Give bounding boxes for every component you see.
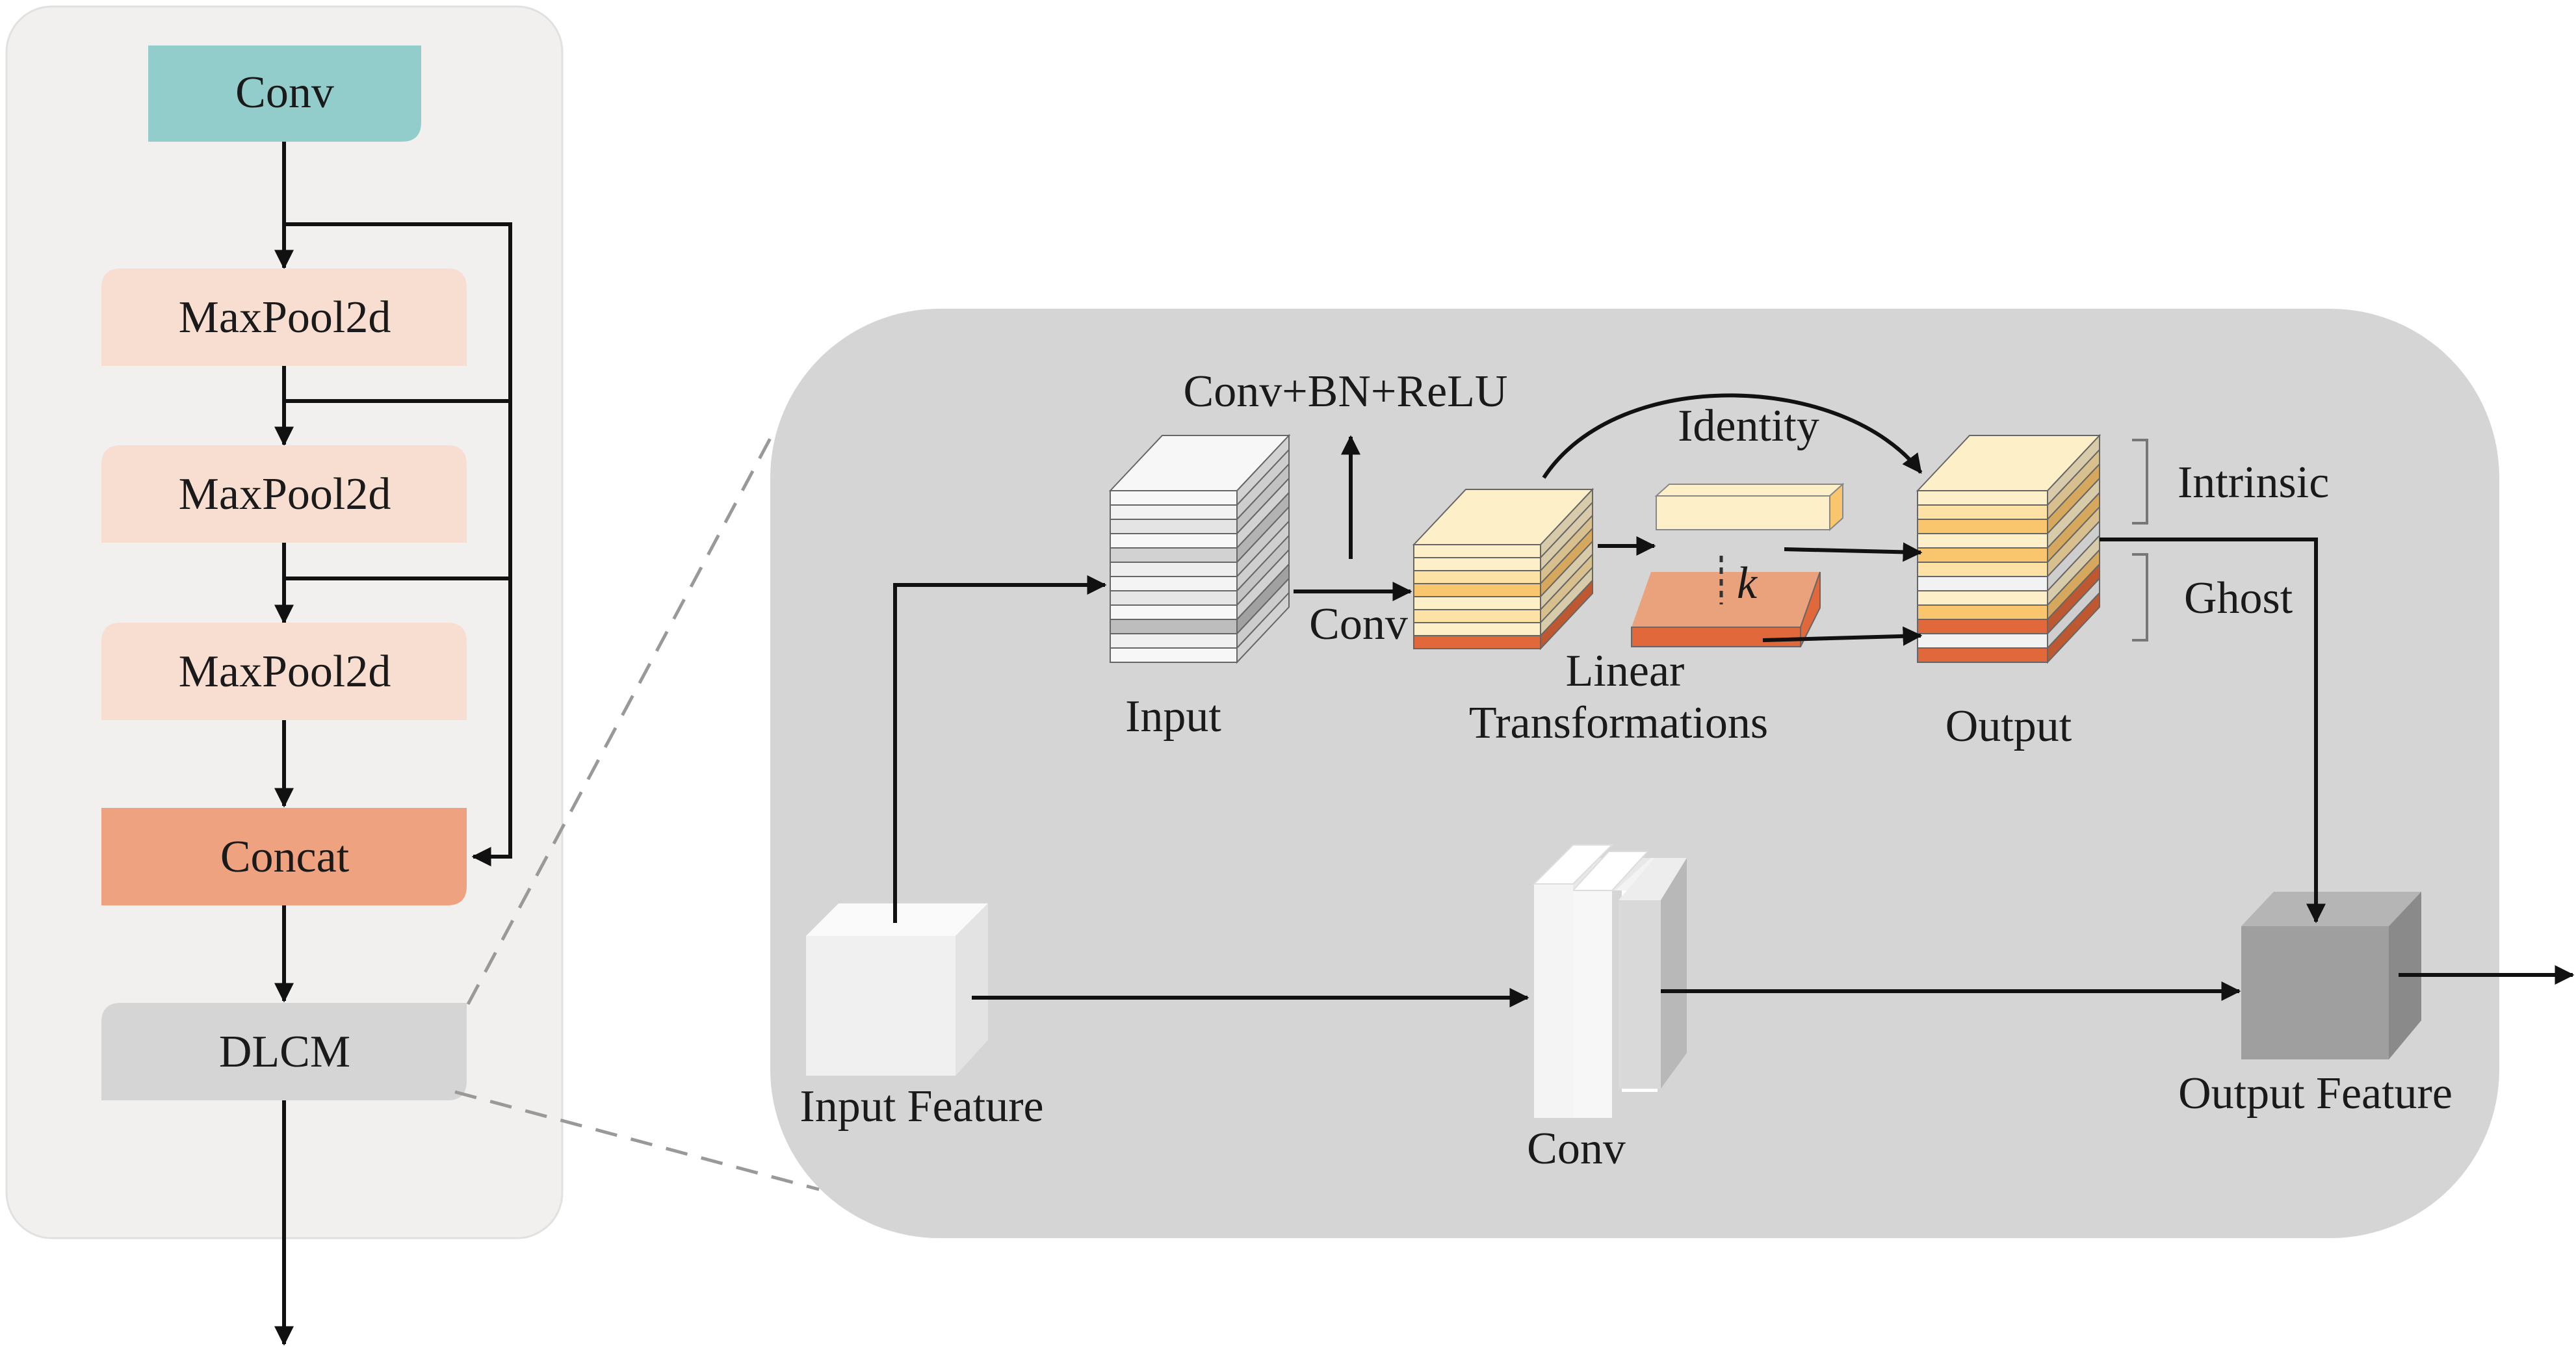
main-conv-label: Conv xyxy=(1527,1124,1626,1174)
stack-layer xyxy=(1413,596,1541,610)
concat-block-label: Concat xyxy=(220,832,350,882)
output-label: Output xyxy=(1945,701,2072,751)
output-feature-stack xyxy=(1916,434,2101,664)
stack-layer xyxy=(1110,590,1238,606)
stack-layer xyxy=(1110,533,1238,549)
ghost-bracket xyxy=(2132,553,2148,642)
dlcm-block-label: DLCM xyxy=(219,1027,350,1077)
stack-layer-side xyxy=(1540,578,1593,651)
maxpool-block-3 xyxy=(101,623,467,720)
stack-layer xyxy=(1110,519,1238,534)
stack-layer xyxy=(1917,562,2048,577)
linear-label-line2: Transformations xyxy=(1469,698,1768,748)
conv-block-label: Conv xyxy=(235,68,334,118)
dlcm-block xyxy=(101,1003,467,1100)
stack-layer xyxy=(1917,604,2048,620)
stack-layer xyxy=(1413,635,1541,649)
stack-layer xyxy=(1917,519,2048,534)
stack-layer xyxy=(1413,583,1541,597)
zoom-line-bottom xyxy=(454,1090,820,1191)
linear-label-line1: Linear xyxy=(1566,646,1685,696)
stack-layer xyxy=(1917,504,2048,520)
input-feature-label: Input Feature xyxy=(800,1082,1043,1132)
stack-layer-side xyxy=(1236,591,1290,664)
concat-block xyxy=(101,808,467,905)
intrinsic-feature-stack xyxy=(1412,487,1594,651)
conv-bn-relu-label: Conv+BN+ReLU xyxy=(1184,367,1508,417)
left-flow-connectors xyxy=(274,142,512,1346)
stack-layer xyxy=(1110,576,1238,591)
stack-layer xyxy=(1917,576,2048,591)
intrinsic-bracket xyxy=(2132,439,2148,525)
stack-layer xyxy=(1413,609,1541,623)
identity-label: Identity xyxy=(1678,401,1819,451)
right-connectors xyxy=(893,393,2575,1007)
stack-layer xyxy=(1917,633,2048,649)
stack-layer xyxy=(1110,619,1238,634)
maxpool-block-2-label: MaxPool2d xyxy=(179,469,391,519)
ghost-slab xyxy=(1631,571,1821,647)
stack-layer xyxy=(1917,547,2048,563)
ghost-label: Ghost xyxy=(2184,573,2293,623)
stack-layer xyxy=(1917,619,2048,634)
conv-layers xyxy=(1532,844,1687,1118)
output-feature-label: Output Feature xyxy=(2178,1069,2452,1119)
stack-layer xyxy=(1917,490,2048,506)
stack-layer-side xyxy=(2047,591,2100,664)
input-label: Input xyxy=(1125,692,1221,742)
stack-layer xyxy=(1917,590,2048,606)
stack-layer xyxy=(1110,504,1238,520)
input-feature-stack xyxy=(1108,434,1291,664)
stack-layer xyxy=(1110,647,1238,663)
stack-layer xyxy=(1110,604,1238,620)
stack-layer xyxy=(1110,547,1238,563)
conv-arrow-label: Conv xyxy=(1309,599,1408,649)
maxpool-block-1 xyxy=(101,268,467,366)
stack-layer xyxy=(1413,544,1541,558)
input-feature-cube xyxy=(806,903,988,1076)
stack-layer xyxy=(1917,647,2048,663)
identity-slab xyxy=(1654,482,1845,532)
stack-layer xyxy=(1110,562,1238,577)
maxpool-block-2 xyxy=(101,445,467,543)
stack-layer xyxy=(1413,622,1541,636)
stack-layer xyxy=(1110,633,1238,649)
stack-layer xyxy=(1110,490,1238,506)
conv-block xyxy=(148,45,421,142)
stack-layer xyxy=(1413,557,1541,571)
output-feature-cube xyxy=(2241,892,2421,1059)
stack-layer xyxy=(1917,533,2048,549)
maxpool-block-1-label: MaxPool2d xyxy=(179,292,391,343)
stack-layer xyxy=(1413,570,1541,584)
maxpool-block-3-label: MaxPool2d xyxy=(179,647,391,697)
intrinsic-label: Intrinsic xyxy=(2178,458,2329,508)
k-symbol: k xyxy=(1737,558,1758,608)
